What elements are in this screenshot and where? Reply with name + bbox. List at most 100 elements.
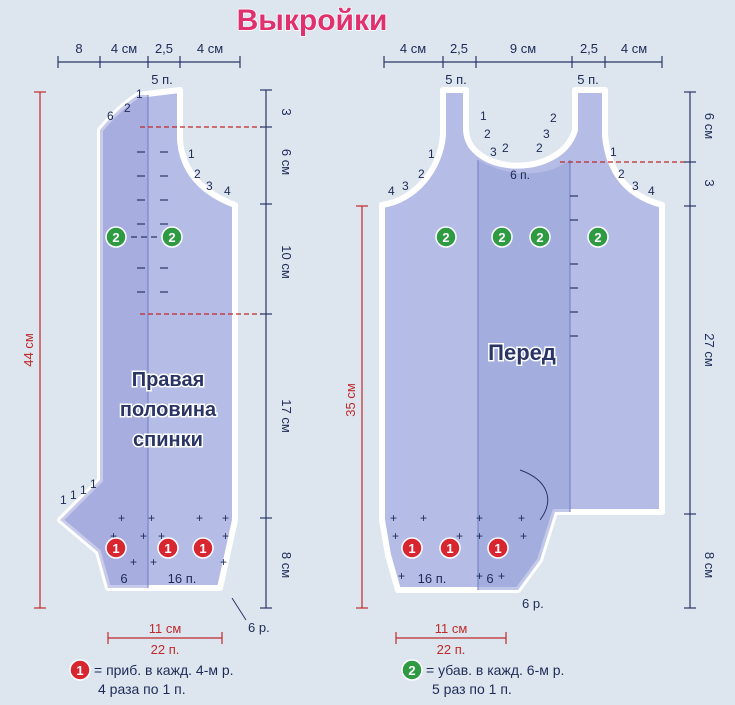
svg-text:+: + bbox=[392, 529, 399, 543]
svg-text:+: + bbox=[390, 511, 397, 525]
svg-text:2: 2 bbox=[442, 230, 449, 245]
front-decrease-marker-1: 2 bbox=[435, 226, 457, 248]
back-bottom-width: 11 см bbox=[149, 621, 182, 636]
svg-text:1: 1 bbox=[446, 541, 453, 556]
back-crotch-step-2: 1 bbox=[70, 488, 77, 502]
svg-text:+: + bbox=[130, 555, 137, 569]
front-leg-curve bbox=[519, 469, 549, 521]
front-top-dim-4: 2,5 bbox=[580, 41, 598, 56]
back-crotch-step-3: 1 bbox=[80, 483, 87, 497]
svg-text:+: + bbox=[140, 529, 147, 543]
legend-increase-text-1: = приб. в кажд. 4-м р. bbox=[94, 662, 234, 678]
svg-text:+: + bbox=[148, 511, 155, 525]
back-crotch-step-4: 1 bbox=[90, 477, 97, 491]
back-bottom-dimension bbox=[107, 632, 223, 644]
back-right-dim-3: 10 см bbox=[279, 245, 294, 279]
svg-text:2: 2 bbox=[536, 230, 543, 245]
legend-decrease-text-1: = убав. в кажд. 6-м р. bbox=[426, 662, 564, 678]
svg-text:2: 2 bbox=[112, 230, 119, 245]
front-increase-marker-2: 1 bbox=[439, 537, 461, 559]
front-top-dimension bbox=[383, 56, 663, 68]
back-neck-step-1: 6 bbox=[107, 109, 114, 123]
svg-text:1: 1 bbox=[112, 541, 119, 556]
back-right-dim-4: 17 см bbox=[279, 399, 294, 433]
front-right-dim-1: 6 см bbox=[702, 113, 717, 139]
svg-text:+: + bbox=[150, 555, 157, 569]
front-right-dim-3: 27 см bbox=[702, 333, 717, 367]
legend-increase: 1 = приб. в кажд. 4-м р. 4 раза по 1 п. bbox=[69, 659, 234, 697]
svg-text:2: 2 bbox=[498, 230, 505, 245]
svg-text:+: + bbox=[456, 529, 463, 543]
front-right-armhole-step-1: 1 bbox=[610, 145, 617, 159]
svg-text:+: + bbox=[222, 529, 229, 543]
front-top-dim-3: 9 см bbox=[510, 41, 536, 56]
svg-text:1: 1 bbox=[408, 541, 415, 556]
svg-text:1: 1 bbox=[494, 541, 501, 556]
back-increase-marker-3: 1 bbox=[192, 537, 214, 559]
front-right-dim-4: 8 см bbox=[702, 552, 717, 578]
svg-text:+: + bbox=[520, 529, 527, 543]
back-top-dim-2: 4 см bbox=[111, 41, 137, 56]
svg-text:+: + bbox=[476, 511, 483, 525]
front-bottom-dimension bbox=[395, 632, 507, 644]
back-armhole-step-4: 4 bbox=[224, 184, 231, 198]
front-left-armhole-step-4: 1 bbox=[428, 147, 435, 161]
svg-text:+: + bbox=[498, 569, 505, 583]
svg-text:+: + bbox=[222, 511, 229, 525]
svg-text:+: + bbox=[398, 569, 405, 583]
back-bottom-stitches: 22 п. bbox=[151, 642, 180, 657]
svg-text:+: + bbox=[110, 529, 117, 543]
back-plus-marks: ++++ ++++ +++ bbox=[110, 511, 229, 569]
svg-text:+: + bbox=[158, 529, 165, 543]
front-bottom-stitches: 22 п. bbox=[437, 642, 466, 657]
back-label-line-1: Правая bbox=[132, 369, 205, 391]
back-corner-pointer bbox=[231, 597, 247, 621]
legend-increase-text-2: 4 раза по 1 п. bbox=[98, 681, 186, 697]
front-label: Перед bbox=[488, 340, 556, 365]
back-corner-rows: 6 р. bbox=[248, 620, 270, 635]
back-right-dim-1: 3 bbox=[279, 108, 294, 115]
front-top-dim-1: 4 см bbox=[400, 41, 426, 56]
svg-text:1: 1 bbox=[164, 541, 171, 556]
svg-text:+: + bbox=[420, 511, 427, 525]
svg-text:+: + bbox=[518, 511, 525, 525]
front-right-armhole-step-4: 4 bbox=[648, 184, 655, 198]
front-neck-right-step-2: 3 bbox=[543, 127, 550, 141]
svg-text:+: + bbox=[476, 529, 483, 543]
back-tick-marks bbox=[137, 151, 168, 293]
title: Выкройки bbox=[237, 4, 388, 37]
front-left-armhole-step-2: 3 bbox=[402, 179, 409, 193]
front-decrease-marker-2: 2 bbox=[491, 226, 513, 248]
front-decrease-marker-4: 2 bbox=[587, 226, 609, 248]
back-armhole-step-1: 1 bbox=[188, 147, 195, 161]
front-increase-marker-3: 1 bbox=[487, 537, 509, 559]
front-bottom-width: 11 см bbox=[435, 621, 468, 636]
front-right-dim-2: 3 bbox=[702, 179, 717, 186]
back-piece-shade bbox=[60, 95, 148, 588]
front-neck-left-step-2: 2 bbox=[484, 127, 491, 141]
svg-text:2: 2 bbox=[594, 230, 601, 245]
front-left-dimension bbox=[356, 205, 368, 609]
legend-decrease-icon bbox=[401, 659, 423, 681]
back-armhole-step-2: 2 bbox=[194, 167, 201, 181]
front-neck-right-step-1: 2 bbox=[536, 141, 543, 155]
back-top-dim-4: 4 см bbox=[197, 41, 223, 56]
front-strap-right-stitches: 5 п. bbox=[577, 72, 599, 87]
front-right-armhole-step-2: 2 bbox=[618, 167, 625, 181]
back-neck-step-3: 1 bbox=[136, 87, 143, 101]
front-top-dim-5: 4 см bbox=[621, 41, 647, 56]
front-piece-shade bbox=[478, 160, 570, 590]
front-decrease-marker-3: 2 bbox=[529, 226, 551, 248]
back-increase-marker-2: 1 bbox=[157, 537, 179, 559]
back-right-dim-5: 8 см bbox=[279, 552, 294, 578]
back-decrease-marker-left: 2 bbox=[105, 226, 127, 248]
back-right-dim-2: 6 см bbox=[279, 149, 294, 175]
back-piece: ++++ ++++ +++ bbox=[57, 87, 262, 591]
front-plus-marks: ++++ ++++ +++ bbox=[390, 511, 527, 583]
back-top-dimension bbox=[57, 56, 241, 68]
front-bottom-stitches-left: 16 п. bbox=[418, 571, 447, 586]
back-crotch-step-1: 1 bbox=[60, 493, 67, 507]
back-increase-marker-1: 1 bbox=[105, 537, 127, 559]
front-corner-rows: 6 р. bbox=[522, 596, 544, 611]
